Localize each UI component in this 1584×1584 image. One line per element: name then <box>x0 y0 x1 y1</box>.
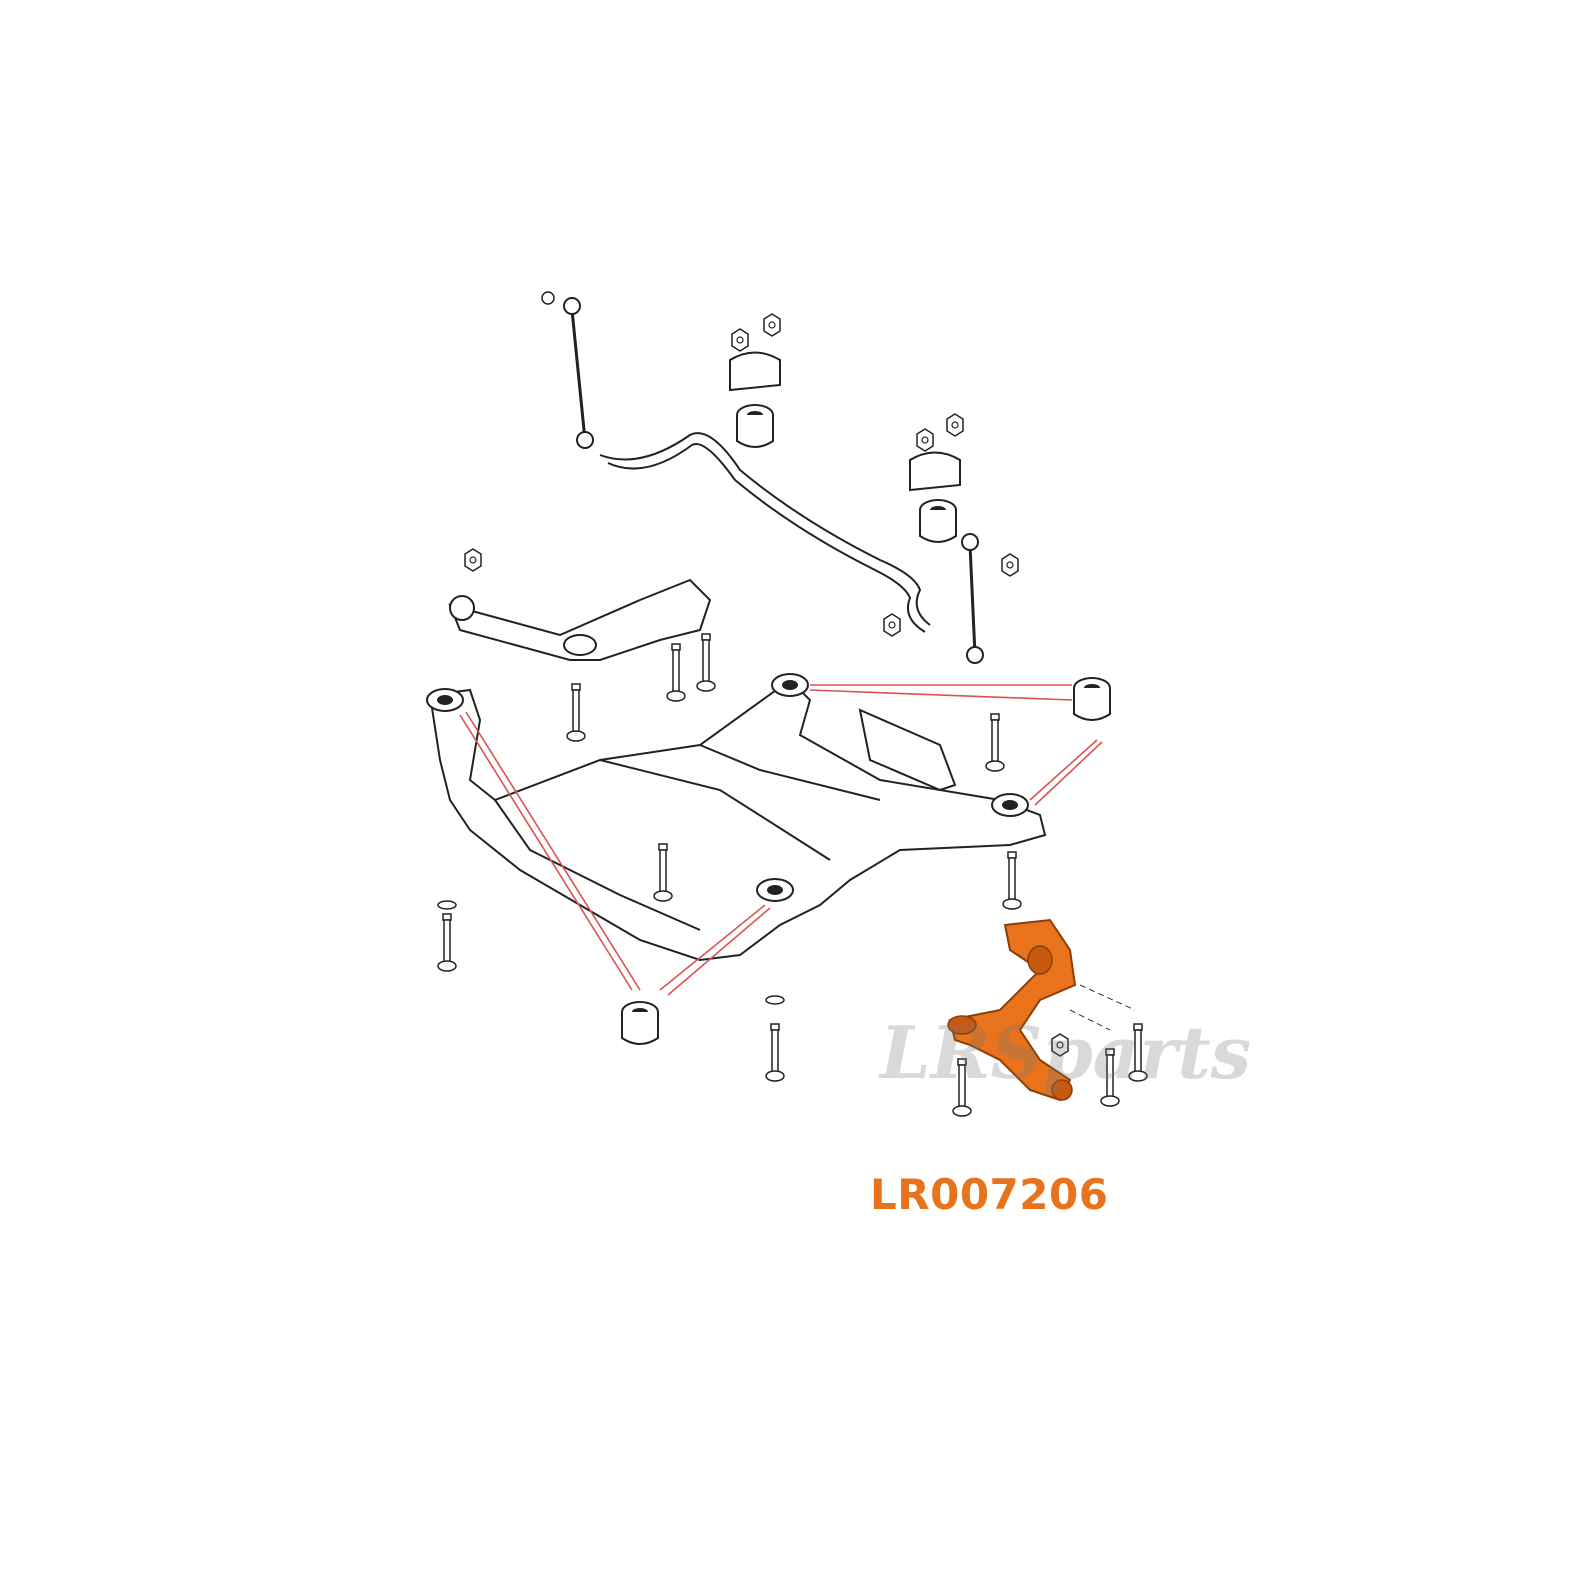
callout-lines <box>459 684 1103 996</box>
drop-link-right <box>961 533 984 664</box>
bushing-right <box>1073 677 1111 721</box>
subframe <box>428 678 1047 962</box>
stabilizer-clamp-left <box>729 313 781 448</box>
stabilizer-bar <box>599 432 931 633</box>
bushing-front <box>621 1001 659 1045</box>
stabilizer-clamp-right <box>909 413 964 543</box>
control-arm-left <box>448 548 716 742</box>
control-arm-highlighted <box>947 918 1148 1117</box>
drop-link-left <box>541 291 594 449</box>
drop-link-nut <box>1001 553 1019 577</box>
part-number-label: LR007206 <box>870 1170 1109 1219</box>
subframe-bolts <box>437 843 1022 1082</box>
drop-link-nut-lower <box>883 613 901 637</box>
subframe-bushings <box>426 673 1029 902</box>
bracket <box>858 708 1005 792</box>
